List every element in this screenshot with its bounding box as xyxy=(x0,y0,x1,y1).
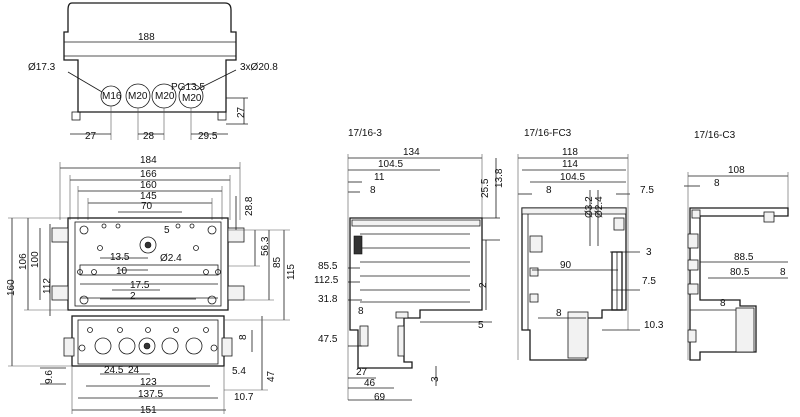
s3-dim-88-5: 88.5 xyxy=(734,252,754,263)
s2-dim-90: 90 xyxy=(560,260,572,271)
dim-9-6: 9.6 xyxy=(44,370,55,384)
s1-dim-31-8: 31.8 xyxy=(318,294,338,305)
dim-10: 10 xyxy=(116,266,128,277)
dim-47: 47 xyxy=(266,370,277,382)
dim-3x-dia-20-8: 3xØ20.8 xyxy=(240,62,278,73)
dim-160-top: 160 xyxy=(140,180,157,191)
front-view xyxy=(8,162,290,414)
dim-10-7: 10.7 xyxy=(234,392,254,403)
dim-13-5: 13.5 xyxy=(110,252,130,263)
s2-dim-7-5-b: 7.5 xyxy=(642,276,656,287)
s2-dim-118: 118 xyxy=(562,147,578,158)
dim-5: 5 xyxy=(164,225,170,236)
dim-2: 2 xyxy=(130,291,136,302)
dim-112: 112 xyxy=(42,278,53,294)
s1-dim-5: 5 xyxy=(478,320,484,331)
dim-184: 184 xyxy=(140,155,157,166)
dim-166: 166 xyxy=(140,169,157,180)
s3-dim-80-5: 80.5 xyxy=(730,267,750,278)
dim-188: 188 xyxy=(138,32,155,43)
s3-dim-8-right: 8 xyxy=(780,267,786,278)
label-m20-b: M20 xyxy=(155,91,175,102)
dim-8-front: 8 xyxy=(238,334,249,340)
label-pg13-5: PG13.5 xyxy=(171,82,205,93)
label-m16: M16 xyxy=(102,91,122,102)
top-view xyxy=(63,2,248,140)
s2-dim-8: 8 xyxy=(546,185,552,196)
dim-24: 24 xyxy=(128,365,140,376)
s1-dim-8: 8 xyxy=(370,185,376,196)
dim-17-5: 17.5 xyxy=(130,280,150,291)
s2-dim-3: 3 xyxy=(646,247,652,258)
dim-145: 145 xyxy=(140,191,157,202)
dim-27-left: 27 xyxy=(85,131,97,142)
s2-dim-10-3: 10.3 xyxy=(644,320,664,331)
s1-dim-85-5: 85.5 xyxy=(318,261,338,272)
s2-dim-7-5: 7.5 xyxy=(640,185,654,196)
s3-dim-8: 8 xyxy=(714,178,720,189)
dim-160-left: 160 xyxy=(6,279,17,296)
dim-123: 123 xyxy=(140,377,157,388)
dim-151: 151 xyxy=(140,405,157,416)
dim-115: 115 xyxy=(286,264,297,280)
section-2-title: 17/16-FC3 xyxy=(524,128,572,139)
dim-70: 70 xyxy=(141,201,153,212)
dim-56-3: 56.3 xyxy=(260,236,271,256)
section-17-16-3 xyxy=(347,154,500,401)
s1-dim-47-5: 47.5 xyxy=(318,334,338,345)
dim-27-right: 27 xyxy=(236,106,247,118)
s1-dim-8-left: 8 xyxy=(358,306,364,317)
s1-dim-13-8: 13.8 xyxy=(494,168,505,188)
s1-dim-112-5: 112.5 xyxy=(314,275,339,286)
s1-dim-104-5: 104.5 xyxy=(378,159,403,170)
section-17-16-c3 xyxy=(684,172,789,361)
section-17-16-fc3 xyxy=(517,154,640,361)
dim-5-4: 5.4 xyxy=(232,366,246,377)
s1-dim-25-5: 25.5 xyxy=(480,178,491,198)
s2-dim-dia-3-2: Ø3.2 xyxy=(584,196,595,218)
dim-106: 106 xyxy=(18,253,29,270)
s1-dim-134: 134 xyxy=(403,147,420,158)
dim-85: 85 xyxy=(272,256,283,268)
s2-dim-104-5: 104.5 xyxy=(560,172,585,183)
dim-28: 28 xyxy=(143,131,155,142)
s1-dim-27: 27 xyxy=(356,367,368,378)
s3-dim-108: 108 xyxy=(728,165,745,176)
s1-dim-2: 2 xyxy=(478,282,489,288)
dim-137-5: 137.5 xyxy=(138,389,163,400)
s3-dim-8-bottom: 8 xyxy=(720,298,726,309)
section-1-title: 17/16-3 xyxy=(348,128,382,139)
s1-dim-46: 46 xyxy=(364,378,376,389)
dim-dia-2-4: Ø2.4 xyxy=(160,253,182,264)
label-m20-c: M20 xyxy=(182,93,202,104)
s1-dim-3: 3 xyxy=(430,376,441,382)
label-m20-a: M20 xyxy=(128,91,148,102)
s1-dim-69: 69 xyxy=(374,392,386,403)
s1-dim-11: 11 xyxy=(374,172,385,183)
s2-dim-8-b: 8 xyxy=(556,308,562,319)
s2-dim-114: 114 xyxy=(562,159,578,170)
dim-28-8: 28.8 xyxy=(244,196,255,216)
dim-100: 100 xyxy=(30,251,41,268)
section-3-title: 17/16-C3 xyxy=(694,130,736,141)
dim-dia-17-3: Ø17.3 xyxy=(28,62,56,73)
dim-29-5: 29.5 xyxy=(198,131,218,142)
s2-dim-dia-2-4: Ø2.4 xyxy=(594,196,605,218)
dim-24-5: 24.5 xyxy=(104,365,124,376)
